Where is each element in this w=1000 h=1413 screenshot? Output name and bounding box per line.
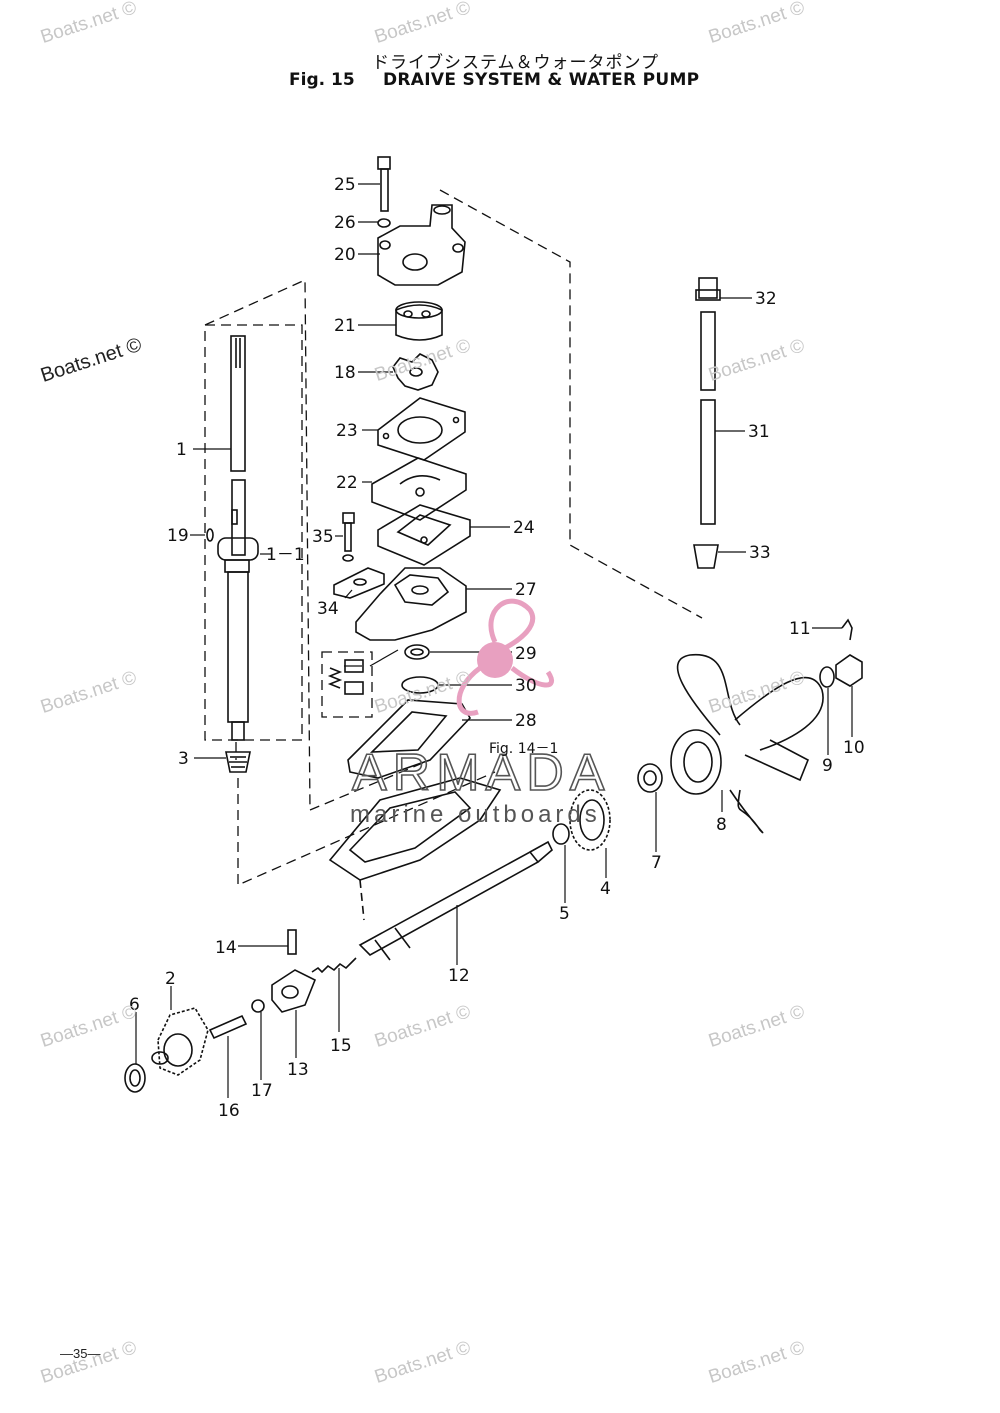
grommet-part bbox=[695, 277, 721, 301]
logo-subtitle: marine outboards bbox=[350, 801, 601, 828]
part-label: 21 bbox=[334, 316, 356, 336]
forward-gear-part bbox=[151, 1007, 209, 1076]
part-label: 26 bbox=[334, 213, 356, 233]
part-label: 23 bbox=[336, 421, 358, 441]
gasket-part bbox=[377, 504, 471, 566]
parts-artwork bbox=[124, 156, 863, 1098]
gearcase-plate-part bbox=[328, 777, 502, 921]
part-label: 31 bbox=[748, 422, 770, 442]
washer-part bbox=[819, 666, 835, 688]
part-label: 19 bbox=[167, 526, 189, 546]
part-label: 30 bbox=[515, 676, 537, 696]
part-label: 35 bbox=[312, 527, 334, 547]
part-label: 9 bbox=[822, 756, 833, 776]
part-label: 5 bbox=[559, 904, 570, 924]
washer-part bbox=[552, 823, 570, 845]
pump-housing-part bbox=[377, 204, 466, 286]
part-label: 33 bbox=[749, 543, 771, 563]
logo-name: ARMADA bbox=[352, 744, 610, 802]
water-tube-part bbox=[700, 311, 716, 525]
page-number: —35— bbox=[60, 1346, 101, 1361]
logo-swirl bbox=[456, 665, 482, 716]
part-label: 1 bbox=[176, 440, 187, 460]
part-label: 18 bbox=[334, 363, 356, 383]
bolt-part bbox=[377, 156, 391, 228]
part-label: 20 bbox=[334, 245, 356, 265]
part-label: 1－1 bbox=[266, 545, 305, 565]
drive-shaft-part bbox=[206, 335, 259, 741]
spring-part bbox=[311, 957, 357, 974]
impeller-part bbox=[392, 353, 439, 391]
part-labels: 25 26 20 21 18 23 22 24 35 27 34 29 30 2… bbox=[129, 175, 865, 1121]
logo-mark bbox=[477, 642, 513, 678]
pinion-gear-part bbox=[225, 751, 251, 773]
part-label: 7 bbox=[651, 853, 662, 873]
part-label: 28 bbox=[515, 711, 537, 731]
ball-part bbox=[251, 999, 265, 1013]
part-label: 15 bbox=[330, 1036, 352, 1056]
logo-swirl bbox=[488, 598, 535, 651]
pump-case-part bbox=[355, 567, 467, 641]
part-label: 29 bbox=[515, 644, 537, 664]
part-label: 3 bbox=[178, 749, 189, 769]
part-label: 25 bbox=[334, 175, 356, 195]
figure-label: Fig. 15 bbox=[289, 70, 355, 90]
part-label: 27 bbox=[515, 580, 537, 600]
plunger-part bbox=[208, 1014, 248, 1040]
part-label: 8 bbox=[716, 815, 727, 835]
propeller-shaft-part bbox=[358, 840, 553, 961]
washer-part bbox=[124, 1063, 146, 1093]
leader-lines bbox=[135, 183, 853, 1098]
title-japanese: ドライブシステム＆ウォータポンプ bbox=[372, 53, 659, 73]
logo-swirl bbox=[510, 666, 554, 688]
part-label: 6 bbox=[129, 995, 140, 1015]
part-label: 12 bbox=[448, 966, 470, 986]
armada-logo: ARMADA marine outboards bbox=[350, 598, 610, 828]
plate-part bbox=[333, 567, 385, 599]
cross-pin-part bbox=[287, 929, 297, 955]
part-label: 34 bbox=[317, 599, 339, 619]
part-label: 32 bbox=[755, 289, 777, 309]
cotter-pin-part bbox=[841, 618, 853, 641]
assembly-dashed-lines bbox=[204, 189, 703, 886]
part-label: 4 bbox=[600, 879, 611, 899]
liner-part bbox=[395, 301, 443, 341]
part-label: 16 bbox=[218, 1101, 240, 1121]
clutch-part bbox=[271, 969, 317, 1013]
part-label: 24 bbox=[513, 518, 535, 538]
part-label: 11 bbox=[789, 619, 811, 639]
bushing-part bbox=[637, 763, 663, 793]
part-label: 2 bbox=[165, 969, 176, 989]
gasket-part bbox=[347, 699, 471, 779]
propeller-part bbox=[670, 654, 824, 834]
nut-part bbox=[835, 654, 863, 687]
reverse-gear-part bbox=[569, 789, 611, 851]
bolt-part bbox=[342, 512, 355, 562]
part-label: 10 bbox=[843, 738, 865, 758]
part-label: 22 bbox=[336, 473, 358, 493]
grommet-part bbox=[693, 544, 719, 569]
part-label: 14 bbox=[215, 938, 237, 958]
part-label: 17 bbox=[251, 1081, 273, 1101]
part-label: 13 bbox=[287, 1060, 309, 1080]
gasket-part bbox=[377, 397, 466, 461]
figure-reference: Fig. 14－1 bbox=[489, 741, 558, 757]
diagram-title: DRAIVE SYSTEM & WATER PUMP bbox=[383, 70, 700, 90]
plate-part bbox=[371, 457, 467, 521]
spring-kit-part bbox=[327, 659, 364, 695]
